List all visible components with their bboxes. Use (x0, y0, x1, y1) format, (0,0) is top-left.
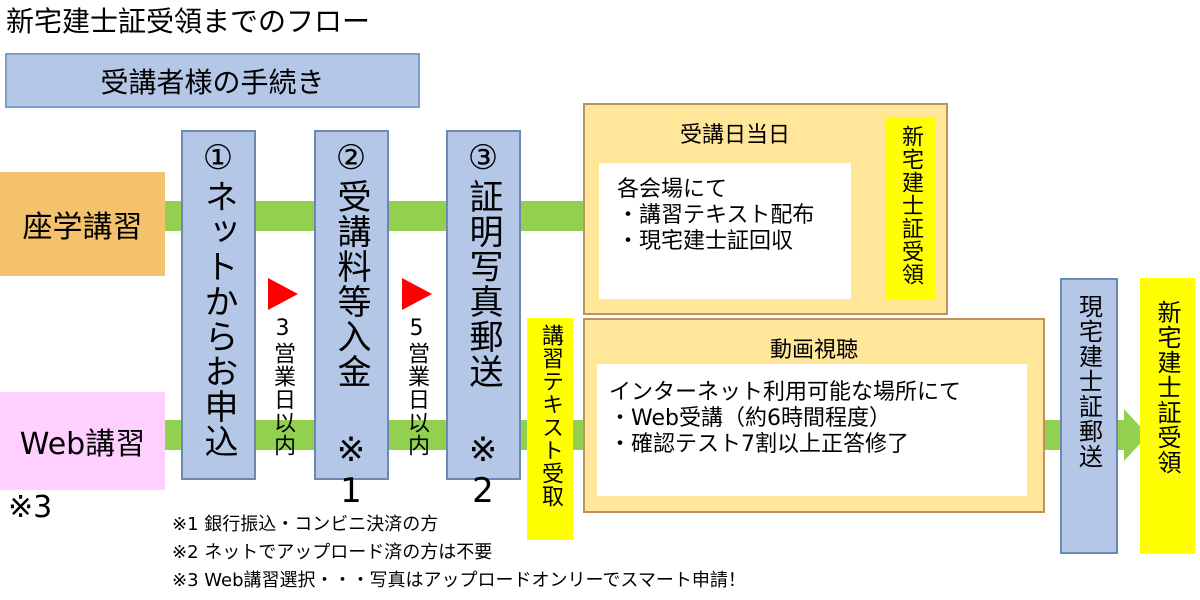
note-2: ※2 ネットでアップロード済の方は不要 (172, 542, 493, 563)
video-line-2: ・Web受講（約6時間程度） (609, 406, 891, 431)
web-track-text: Web講習 (19, 427, 146, 462)
interval-1-label: 3営業日以内 (270, 316, 295, 457)
video-line-3: ・確認テスト7割以上正答修了 (609, 432, 909, 457)
video-viewing-details: インターネット利用可能な場所にて ・Web受講（約6時間程度） ・確認テスト7割… (597, 364, 1027, 496)
web-track-note-mark: ※3 (8, 490, 53, 525)
final-result-label: 新宅建士証受領 (1153, 300, 1181, 475)
video-viewing-box: 動画視聴 インターネット利用可能な場所にて ・Web受講（約6時間程度） ・確認… (583, 318, 1045, 513)
step-license-mail-label: 現宅建士証郵送 (1074, 294, 1103, 469)
step-photo-mail: ③証明写真郵送 ※2 (446, 130, 521, 512)
classroom-result-box: 新宅建士証受領 (885, 117, 935, 299)
interval-marker-1 (268, 278, 298, 310)
classroom-line-3: ・現宅建士証回収 (617, 229, 794, 254)
video-line-1: インターネット利用可能な場所にて (609, 380, 962, 405)
note-3: ※3 Web講習選択・・・写真はアップロードオンリーでスマート申請！ (172, 570, 746, 591)
page-title: 新宅建士証受領までのフロー (6, 5, 371, 38)
step-payment-label: ②受講料等入金 ※1 (331, 138, 371, 512)
final-result-box: 新宅建士証受領 (1140, 278, 1195, 554)
zagaku-track-label: 座学講習 (0, 172, 165, 276)
step-license-mail: 現宅建士証郵送 (1060, 278, 1118, 554)
video-viewing-title: 動画視聴 (769, 338, 858, 363)
zagaku-track-text: 座学講習 (22, 210, 143, 245)
web-track-label: Web講習 (0, 392, 165, 490)
interval-2-label: 5営業日以内 (404, 316, 429, 457)
text-receive-box: 講習テキスト受取 (527, 318, 573, 540)
interval-1: 3営業日以内 (266, 316, 306, 461)
classroom-day-details: 各会場にて ・講習テキスト配布 ・現宅建士証回収 (599, 163, 851, 299)
procedure-header: 受講者様の手続き (5, 53, 420, 108)
step-apply-online-label: ①ネットからお申込 (198, 138, 238, 459)
classroom-result-label: 新宅建士証受領 (898, 125, 923, 286)
text-receive-label: 講習テキスト受取 (538, 324, 563, 508)
classroom-day-box: 受講日当日 各会場にて ・講習テキスト配布 ・現宅建士証回収 新宅建士証受領 (583, 103, 948, 315)
classroom-line-2: ・講習テキスト配布 (617, 203, 815, 228)
interval-marker-2 (402, 278, 432, 310)
classroom-day-title: 受講日当日 (679, 123, 790, 148)
step-photo-mail-label: ③証明写真郵送 ※2 (463, 138, 503, 512)
interval-2: 5営業日以内 (400, 316, 440, 461)
note-1: ※1 銀行振込・コンビニ決済の方 (172, 514, 439, 535)
classroom-line-1: 各会場にて (617, 177, 728, 202)
step-payment: ②受講料等入金 ※1 (314, 130, 389, 512)
procedure-header-label: 受講者様の手続き (100, 65, 325, 99)
step-apply-online: ①ネットからお申込 (181, 130, 256, 480)
